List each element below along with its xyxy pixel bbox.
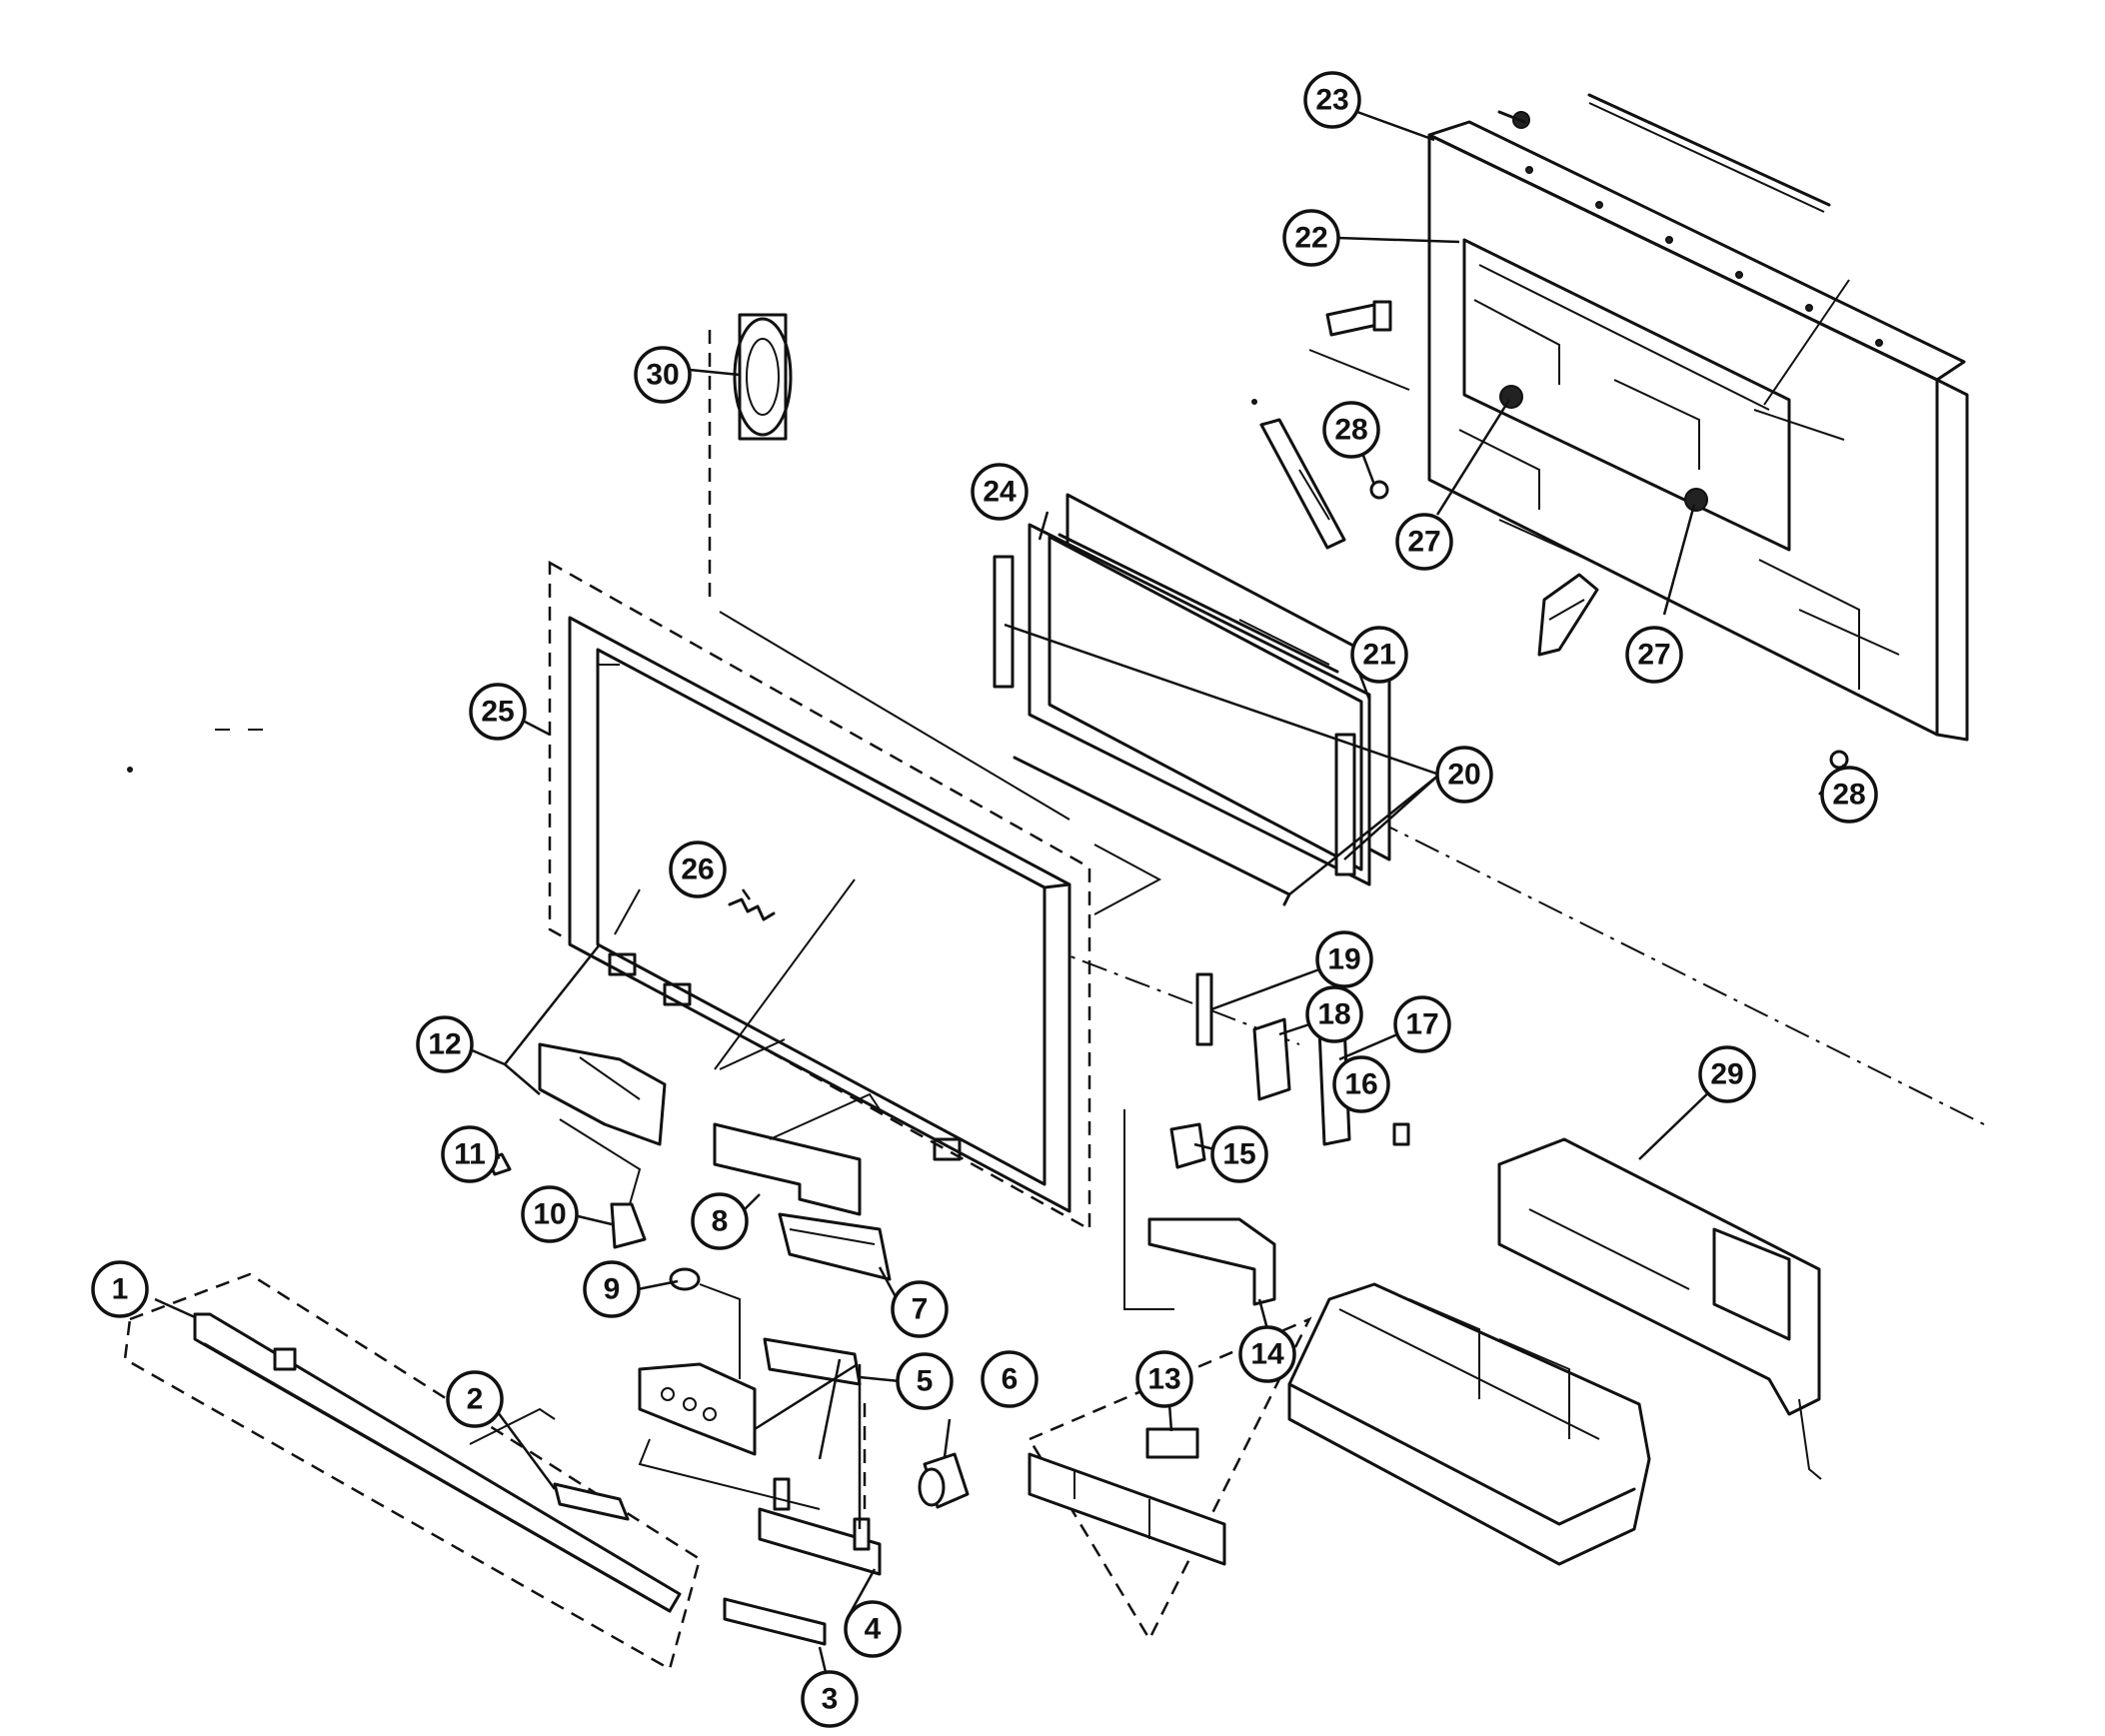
- callout-29-label: 29: [1710, 1058, 1743, 1091]
- callout-20: 20: [1435, 746, 1493, 804]
- control-board: [638, 1337, 882, 1576]
- callout-27a: 27: [1395, 513, 1453, 571]
- callout-1-label: 1: [112, 1273, 129, 1306]
- callout-19: 19: [1315, 930, 1373, 988]
- callout-8: 8: [691, 1192, 749, 1250]
- callout-27b: 27: [1625, 626, 1683, 684]
- callout-23-label: 23: [1315, 84, 1348, 117]
- callout-28a-label: 28: [1334, 414, 1367, 447]
- callout-6-label: 6: [1002, 1363, 1019, 1396]
- lower-trim: [123, 1272, 827, 1671]
- callout-24: 24: [971, 463, 1029, 521]
- callout-5-label: 5: [917, 1365, 934, 1398]
- callout-16-label: 16: [1344, 1068, 1377, 1101]
- screen-panels: [993, 493, 1391, 906]
- callout-26-label: 26: [681, 854, 714, 886]
- callouts: 1 2 3 4 5 6 7 8 9 10 11 12 13 14 15 16 1…: [91, 71, 1878, 1728]
- callout-28b-label: 28: [1832, 779, 1865, 812]
- callout-22-label: 22: [1294, 222, 1327, 255]
- base-assembly: [1287, 1137, 1822, 1566]
- callout-3: 3: [801, 1670, 859, 1728]
- callout-30-label: 30: [646, 359, 679, 392]
- callout-10: 10: [521, 1185, 579, 1243]
- callout-17: 17: [1393, 995, 1451, 1053]
- callout-18-label: 18: [1317, 998, 1350, 1031]
- callout-7-label: 7: [912, 1293, 929, 1326]
- bracket-14: [1123, 1109, 1276, 1310]
- callout-28a: 28: [1322, 401, 1380, 459]
- spring: [728, 897, 776, 921]
- callout-12-label: 12: [428, 1028, 461, 1061]
- callout-11-label: 11: [454, 1138, 486, 1171]
- callout-5: 5: [896, 1352, 954, 1410]
- front-frame: [548, 560, 1091, 1232]
- screws: [1308, 300, 1849, 770]
- callout-15-label: 15: [1222, 1138, 1255, 1171]
- callout-25: 25: [469, 683, 527, 741]
- side-brackets: [1259, 418, 1599, 657]
- callout-23: 23: [1303, 71, 1361, 129]
- callout-24-label: 24: [983, 476, 1017, 509]
- callout-25-label: 25: [481, 696, 514, 729]
- callout-10-label: 10: [533, 1198, 566, 1231]
- callout-22: 22: [1282, 209, 1340, 267]
- callout-12: 12: [416, 1015, 474, 1073]
- callout-6: 6: [981, 1350, 1039, 1408]
- callout-15: 15: [1210, 1125, 1268, 1183]
- callout-9-label: 9: [604, 1273, 621, 1306]
- callout-14-label: 14: [1250, 1338, 1284, 1371]
- left-hardware: [486, 1042, 741, 1379]
- callout-21-label: 21: [1362, 639, 1395, 672]
- speaker: [733, 313, 793, 441]
- terminal-board: [1028, 1316, 1312, 1642]
- callout-27b-label: 27: [1637, 639, 1670, 672]
- callout-4: 4: [844, 1600, 902, 1658]
- callout-20-label: 20: [1447, 759, 1480, 792]
- callout-1: 1: [91, 1260, 149, 1318]
- knob: [918, 1452, 970, 1509]
- callout-30: 30: [634, 346, 692, 404]
- callout-14: 14: [1238, 1325, 1296, 1383]
- callout-8-label: 8: [712, 1205, 729, 1238]
- callout-13-label: 13: [1147, 1363, 1180, 1396]
- stray-marks: [127, 399, 1257, 773]
- callout-28b: 28: [1820, 766, 1878, 824]
- callout-3-label: 3: [822, 1683, 839, 1716]
- callout-7: 7: [891, 1280, 949, 1338]
- leader-lines: [154, 110, 1845, 1690]
- callout-16: 16: [1332, 1055, 1390, 1113]
- callout-2: 2: [446, 1370, 504, 1428]
- callout-4-label: 4: [865, 1613, 882, 1646]
- plates-8-7: [713, 1092, 892, 1281]
- callout-21: 21: [1350, 626, 1408, 684]
- callout-17-label: 17: [1405, 1008, 1438, 1041]
- callout-29: 29: [1698, 1045, 1756, 1103]
- callout-13: 13: [1135, 1350, 1193, 1408]
- callout-19-label: 19: [1327, 943, 1360, 976]
- callout-9: 9: [583, 1260, 641, 1318]
- callout-2-label: 2: [467, 1383, 484, 1416]
- callout-27a-label: 27: [1407, 526, 1440, 559]
- callout-11: 11: [441, 1125, 499, 1183]
- rear-cabinet: [1427, 93, 1969, 742]
- callout-26: 26: [669, 841, 727, 898]
- callout-18: 18: [1305, 985, 1363, 1043]
